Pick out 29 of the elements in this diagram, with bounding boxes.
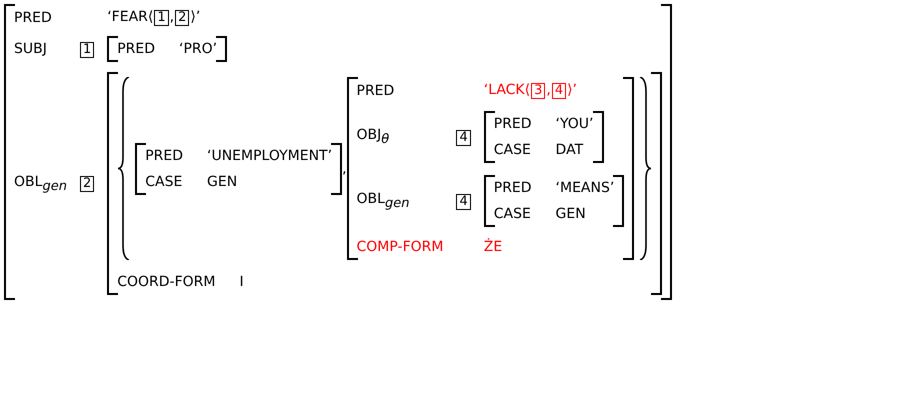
feature-value: ‘UNEMPLOYMENT’ [207, 148, 332, 164]
separator-comma: , [342, 160, 347, 176]
index-tag: 4 [456, 194, 471, 210]
feature-name: PRED [356, 82, 394, 98]
feature-name: SUBJ [14, 41, 47, 57]
feature-name: PRED [494, 180, 532, 196]
feature-name: PRED [14, 10, 52, 26]
feature-value: ‘FEAR⟨1,2⟩’ [107, 9, 200, 26]
feature-value: ‘YOU’ [556, 116, 594, 132]
feature-name: COORD-FORM [117, 274, 216, 290]
feature-value: ‘PRO’ [179, 41, 218, 57]
feature-name: CASE [494, 142, 531, 158]
feature-name: CASE [494, 206, 531, 222]
feature-value: ‘LACK⟨3,4⟩’ [484, 82, 578, 99]
feature-value: DAT [556, 142, 584, 158]
feature-value: ŻE [484, 239, 502, 255]
feature-name: PRED [494, 116, 532, 132]
feature-value: GEN [556, 206, 586, 222]
feature-name: CASE [145, 174, 182, 190]
feature-value: I [239, 274, 244, 290]
index-tag: 2 [80, 176, 94, 192]
feature-name: COMP-FORM [356, 239, 444, 255]
index-tag: 1 [80, 42, 94, 58]
coordination-set [117, 77, 652, 260]
index-tag: 4 [456, 130, 471, 146]
feature-value: GEN [207, 174, 238, 190]
feature-name: PRED [117, 41, 156, 57]
feature-value: ‘MEANS’ [556, 180, 614, 196]
feature-name: PRED [145, 148, 184, 164]
